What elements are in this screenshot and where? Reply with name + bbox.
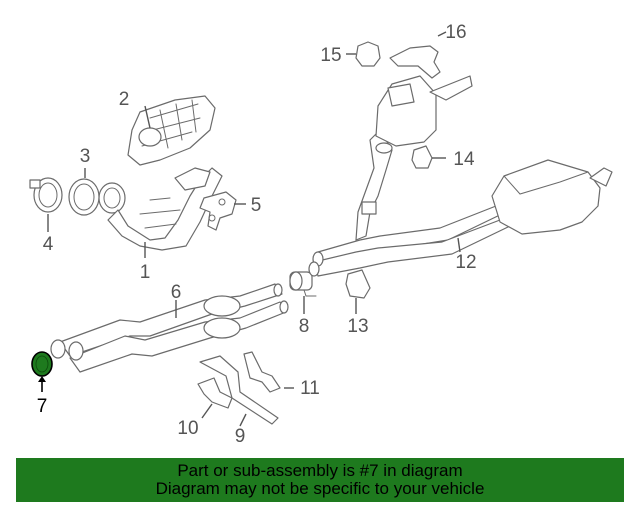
- rear-muffler: [491, 159, 613, 235]
- upper-muffler: [375, 75, 473, 154]
- callout-5[interactable]: 5: [251, 195, 262, 216]
- callout-3[interactable]: 3: [80, 146, 91, 167]
- part-2-catalytic-converter[interactable]: [127, 95, 216, 166]
- part-16-bracket[interactable]: [389, 45, 441, 79]
- part-14-mount[interactable]: [411, 145, 433, 169]
- banner-line-2: Diagram may not be specific to your vehi…: [155, 479, 485, 498]
- part-4-clamp[interactable]: [29, 177, 63, 213]
- part-6-front-pipe[interactable]: [50, 283, 289, 373]
- callout-16[interactable]: 16: [445, 22, 466, 43]
- exhaust-parts-diagram: 2 3 4 5 1 6 7 8 9 10 11 12 13 14 15 16: [29, 22, 613, 447]
- callout-6[interactable]: 6: [171, 282, 182, 303]
- callout-7[interactable]: 7: [37, 396, 48, 417]
- part-3-gasket[interactable]: [68, 178, 100, 216]
- part-13-mount[interactable]: [345, 269, 371, 299]
- part-9-bracket[interactable]: [199, 355, 279, 425]
- part-7-gasket-highlighted[interactable]: [31, 351, 53, 377]
- callout-9[interactable]: 9: [235, 426, 246, 447]
- callout-1[interactable]: 1: [140, 262, 151, 283]
- info-banner: Part or sub-assembly is #7 in diagram Di…: [16, 458, 624, 502]
- part-12-rear-pipe[interactable]: [308, 205, 511, 277]
- callout-14[interactable]: 14: [453, 149, 475, 170]
- callout-labels: 2 3 4 5 1 6 7 8 9 10 11 12 13 14 15 16: [37, 22, 477, 447]
- callout-11[interactable]: 11: [300, 378, 320, 399]
- intermediate-pipe: [355, 129, 393, 241]
- callout-8[interactable]: 8: [299, 316, 310, 337]
- callout-13[interactable]: 13: [347, 316, 368, 337]
- callout-10[interactable]: 10: [177, 418, 198, 439]
- callout-4[interactable]: 4: [43, 234, 54, 255]
- part-15-mount[interactable]: [355, 41, 381, 67]
- callout-2[interactable]: 2: [119, 89, 130, 110]
- banner-line-1: Part or sub-assembly is #7 in diagram: [177, 461, 463, 480]
- part-8-clamp[interactable]: [289, 271, 317, 297]
- part-10-bracket[interactable]: [197, 377, 233, 409]
- part-11-hanger[interactable]: [243, 351, 281, 393]
- part-5-bracket[interactable]: [199, 191, 237, 231]
- leader-lines: [38, 31, 461, 427]
- callout-15[interactable]: 15: [320, 45, 341, 66]
- callout-12[interactable]: 12: [455, 252, 476, 273]
- part-1-catalytic-converter[interactable]: [98, 167, 223, 251]
